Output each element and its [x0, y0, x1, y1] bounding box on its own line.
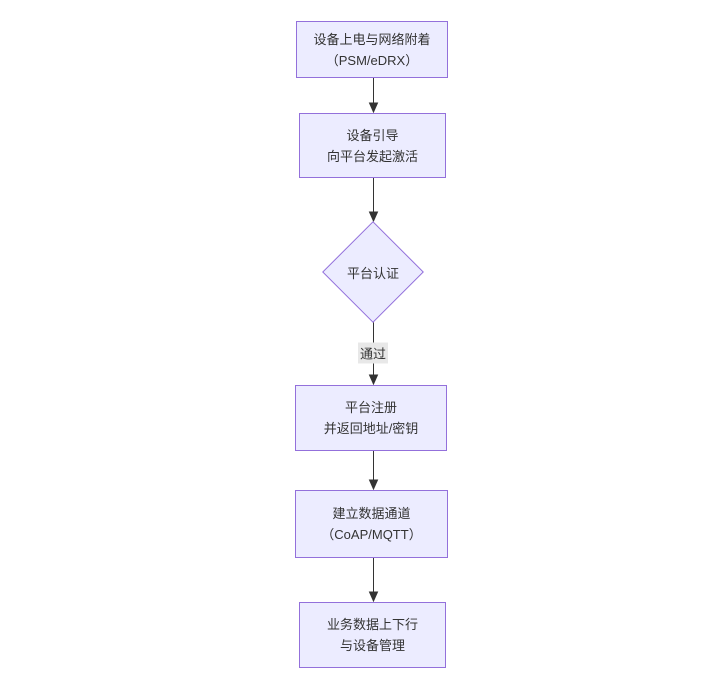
flowchart-node-power-network-attach: 设备上电与网络附着 （PSM/eDRX） — [296, 21, 448, 78]
node-text-line: 设备上电与网络附着 — [313, 31, 431, 47]
node-text-line: （PSM/eDRX） — [325, 52, 419, 68]
node-text-line: 平台注册 — [344, 400, 397, 415]
flowchart-node-platform-register: 平台注册 并返回地址/密钥 — [295, 385, 447, 451]
node-text-line: 业务数据上下行 — [326, 617, 418, 632]
node-text-line: 建立数据通道 — [332, 506, 411, 521]
arrow-a-to-b — [368, 78, 379, 114]
node-text-line: 与设备管理 — [339, 638, 405, 653]
node-text-line: 设备引导 — [346, 127, 399, 143]
node-text-line: 向平台发起激活 — [326, 148, 418, 164]
edge-label-pass: 通过 — [357, 342, 389, 364]
node-text-line: 并返回地址/密钥 — [323, 421, 419, 436]
flowchart-node-platform-auth: 平台认证 — [322, 221, 424, 323]
flowchart-node-data-channel: 建立数据通道 （CoAP/MQTT） — [295, 490, 448, 558]
arrow-b-to-c — [368, 178, 379, 223]
node-text-line: （CoAP/MQTT） — [321, 527, 422, 542]
arrow-e-to-f — [368, 558, 379, 603]
flowchart-node-business-data: 业务数据上下行 与设备管理 — [299, 602, 446, 668]
flowchart-node-device-bootstrap: 设备引导 向平台发起激活 — [299, 113, 446, 178]
arrow-d-to-e — [368, 451, 379, 491]
node-text-line: 平台认证 — [346, 265, 399, 281]
